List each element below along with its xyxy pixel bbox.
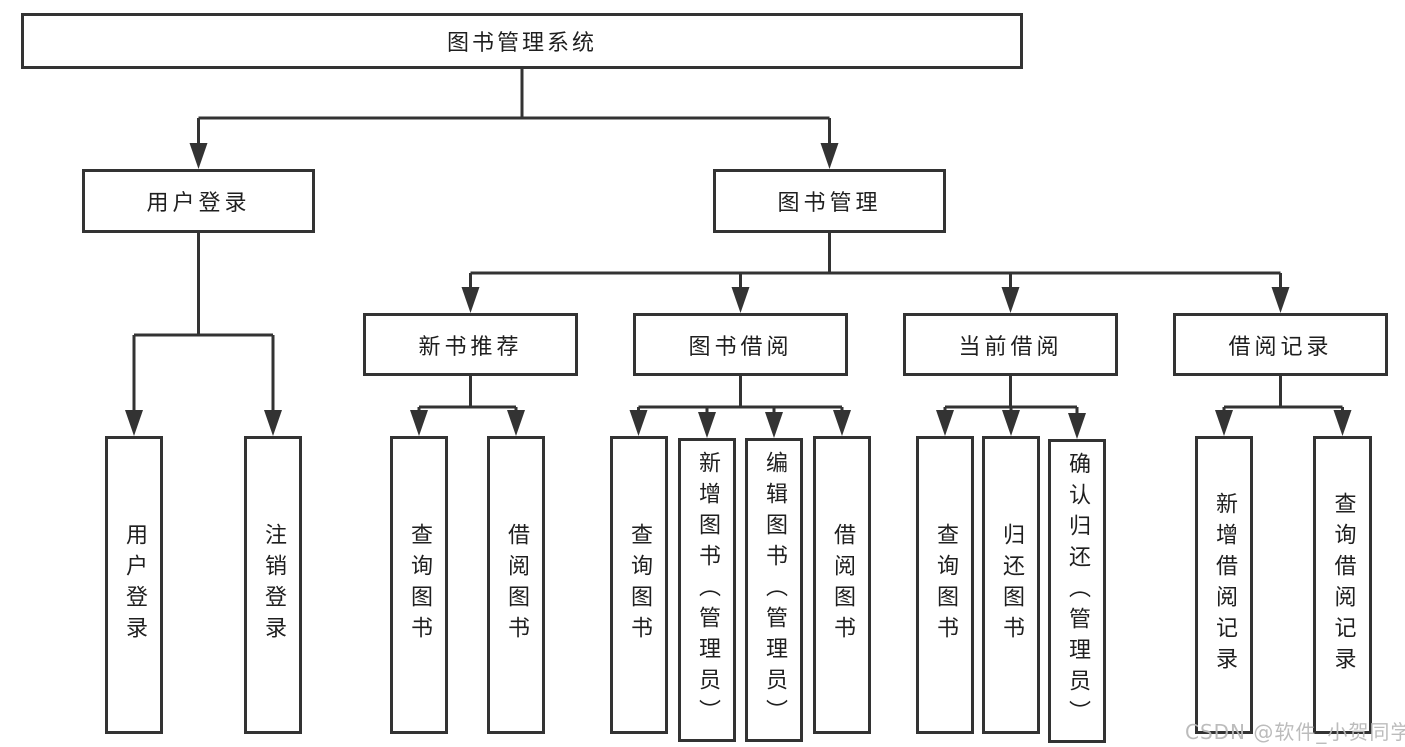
node-label: 借阅记录 xyxy=(1228,334,1333,360)
node-current-borrow: 当前借阅 xyxy=(903,313,1118,376)
node-borrow-record: 借阅记录 xyxy=(1173,313,1388,376)
leaf-borrow-book: 借阅图书 xyxy=(813,436,871,734)
leaf-confirm-return-admin: 确认归还（管理员） xyxy=(1048,439,1106,743)
node-label: 新书推荐 xyxy=(418,334,523,360)
node-label: 图书管理 xyxy=(777,191,882,216)
leaf-query-book-recommend: 查询图书 xyxy=(390,436,448,734)
node-root-system: 图书管理系统 xyxy=(21,13,1023,69)
node-user-login: 用户登录 xyxy=(82,169,315,233)
arrowheads xyxy=(125,143,1352,439)
leaf-query-book-borrow: 查询图书 xyxy=(610,436,668,734)
node-label: 图书管理系统 xyxy=(446,31,597,56)
leaf-add-borrow-record: 新增借阅记录 xyxy=(1195,436,1253,734)
node-label: 当前借阅 xyxy=(958,334,1063,360)
leaf-user-login: 用户登录 xyxy=(105,436,163,734)
leaf-borrow-book-recommend: 借阅图书 xyxy=(487,436,545,734)
node-book-management: 图书管理 xyxy=(713,169,946,233)
node-label: 用户登录 xyxy=(146,191,251,216)
node-book-borrow: 图书借阅 xyxy=(633,313,848,376)
csdn-watermark: CSDN @软件_小贺同学 xyxy=(1185,720,1405,744)
leaf-add-book-admin: 新增图书（管理员） xyxy=(678,438,736,742)
leaf-query-borrow-record: 查询借阅记录 xyxy=(1313,436,1372,734)
leaf-logout: 注销登录 xyxy=(244,436,302,734)
leaf-edit-book-admin: 编辑图书（管理员） xyxy=(745,438,803,742)
leaf-return-book: 归还图书 xyxy=(982,436,1040,734)
node-label: 图书借阅 xyxy=(688,334,793,360)
leaf-query-book-current: 查询图书 xyxy=(916,436,974,734)
node-new-book-recommend: 新书推荐 xyxy=(363,313,578,376)
